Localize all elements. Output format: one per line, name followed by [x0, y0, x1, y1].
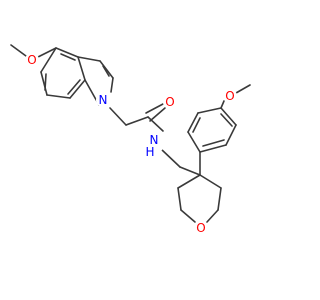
- bond: [160, 148, 181, 168]
- bond: [77, 56, 86, 81]
- bond: [192, 117, 201, 133]
- bond: [99, 60, 114, 79]
- atom-label-layer: O N O O N H O: [25, 53, 237, 235]
- bond: [149, 107, 166, 122]
- bond: [69, 79, 86, 99]
- bond: [102, 65, 110, 77]
- bond: [77, 56, 101, 62]
- bond: [40, 71, 48, 96]
- bond: [187, 112, 199, 133]
- bond: [199, 174, 222, 189]
- nitrogen-atom-indole: N: [96, 93, 110, 107]
- oxygen-atom-methoxy-right: O: [223, 89, 237, 103]
- bond: [109, 107, 127, 126]
- bond: [225, 124, 237, 146]
- bond: [179, 166, 201, 176]
- bond: [199, 144, 227, 153]
- bond: [125, 116, 149, 126]
- bond: [220, 107, 237, 126]
- atom-label: O: [27, 53, 36, 67]
- oxygen-atom-pyran: O: [194, 221, 208, 235]
- bond: [147, 116, 164, 132]
- bond: [145, 103, 164, 114]
- atom-label: N: [150, 133, 159, 147]
- bond: [180, 209, 196, 223]
- bond: [110, 77, 114, 93]
- molecule-structure: O N O O N H O: [10, 44, 251, 235]
- bond: [197, 107, 222, 114]
- bond: [37, 47, 57, 58]
- bond: [177, 187, 182, 211]
- bond: [55, 47, 79, 58]
- bond: [10, 44, 27, 57]
- bond: [206, 209, 219, 223]
- bond-layer: [10, 44, 251, 223]
- bond: [177, 174, 201, 189]
- bond: [40, 47, 57, 73]
- atom-hydrogen-label: H: [145, 145, 154, 159]
- nitrogen-atom-amide: N H: [144, 133, 164, 159]
- bond: [202, 139, 225, 147]
- bond: [187, 131, 201, 153]
- bond: [220, 100, 225, 109]
- bond: [44, 73, 47, 91]
- bond: [46, 94, 71, 99]
- oxygen-atom-methoxy-left: O: [25, 53, 39, 67]
- bond: [67, 79, 81, 95]
- bond: [235, 84, 251, 94]
- atom-label: N: [99, 93, 108, 107]
- atom-label: O: [225, 89, 234, 103]
- bond: [217, 187, 222, 211]
- atom-label: O: [165, 95, 174, 109]
- bond: [220, 113, 233, 127]
- oxygen-atom-carbonyl: O: [163, 95, 177, 109]
- atom-label: O: [196, 221, 205, 235]
- bond: [60, 53, 76, 61]
